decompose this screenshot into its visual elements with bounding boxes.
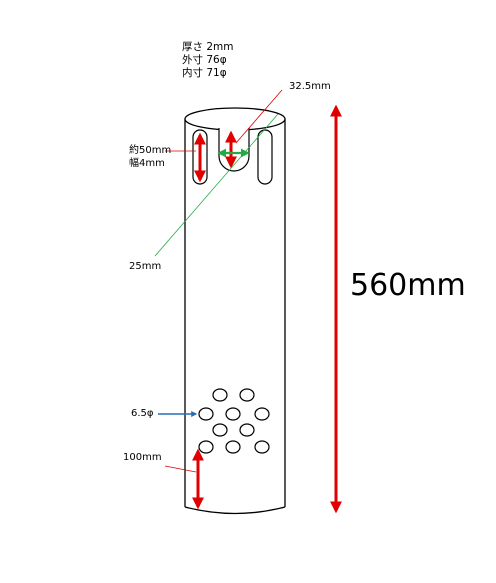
- hole: [239, 388, 255, 402]
- hole: [198, 407, 214, 421]
- vent-holes: [198, 388, 270, 454]
- hole: [239, 423, 255, 437]
- bottom-offset-leader: [164, 465, 197, 473]
- bottom-offset-label: 100mm: [123, 452, 162, 463]
- hole: [254, 440, 270, 454]
- pipe-bottom-edge: [184, 506, 286, 515]
- hole: [254, 407, 270, 421]
- total-length-label: 560mm: [350, 268, 466, 303]
- pipe-top-opening: [184, 107, 286, 131]
- hole: [198, 440, 214, 454]
- hole-diameter-label: 6.5φ: [131, 408, 154, 419]
- red-leaders: [164, 89, 283, 473]
- hole: [225, 440, 241, 454]
- slot-right: [257, 129, 273, 185]
- hole: [212, 388, 228, 402]
- outer-diameter-spec: 外寸 76φ: [182, 54, 227, 66]
- hole: [225, 407, 241, 421]
- red-dimensions: [192, 104, 342, 514]
- slot-width-leader: [235, 89, 283, 144]
- thickness-spec: 厚さ 2mm: [182, 41, 234, 53]
- slot-width-label: 32.5mm: [289, 81, 331, 92]
- slot-gap-label: 幅4mm: [129, 158, 165, 169]
- slot-depth-label: 25mm: [129, 261, 162, 272]
- hole: [212, 423, 228, 437]
- slot-length-label: 約50mm: [129, 145, 172, 156]
- green-dimension: [154, 113, 279, 257]
- slot-depth-leader: [154, 113, 279, 257]
- inner-diameter-spec: 内寸 71φ: [182, 67, 227, 79]
- pipe-body: [184, 107, 286, 515]
